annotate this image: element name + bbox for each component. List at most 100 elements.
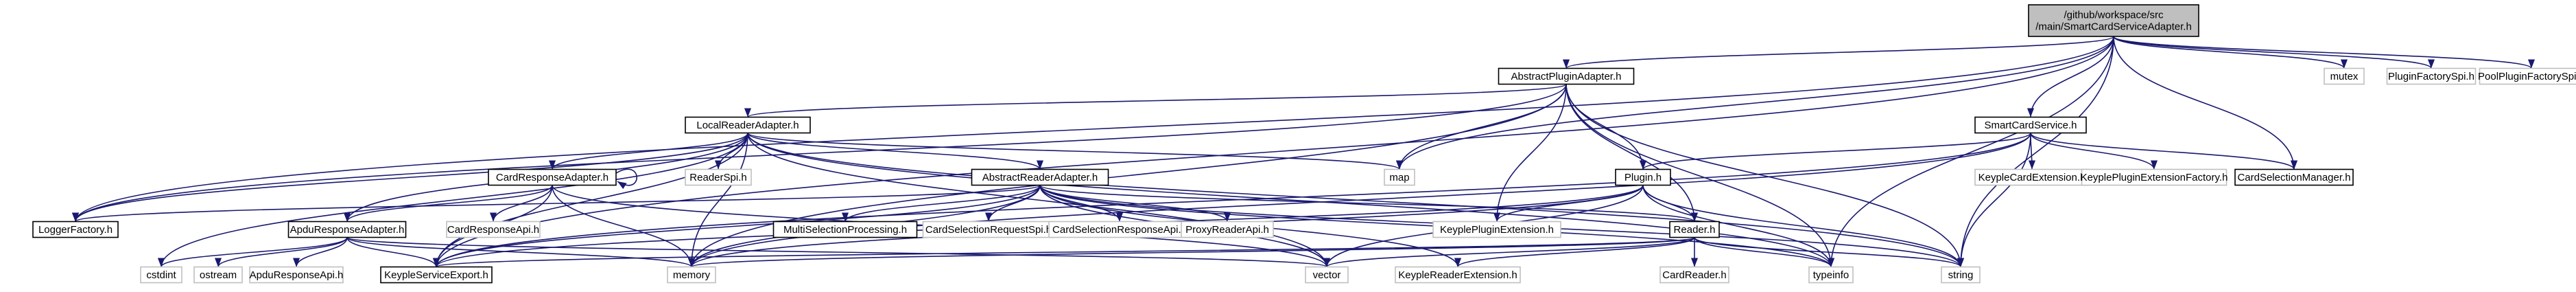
node-aprapi[interactable]: ApduResponseApi.h [249, 266, 344, 284]
edge-scs-to-kse [433, 133, 2031, 267]
node-label: LoggerFactory.h [38, 224, 113, 236]
node-cra[interactable]: CardResponseAdapter.h [488, 168, 617, 186]
node-label: string [1948, 269, 1974, 281]
node-map[interactable]: map [1384, 168, 1415, 186]
node-reader[interactable]: Reader.h [1669, 221, 1720, 238]
node-vector[interactable]: vector [1305, 266, 1349, 284]
edge-lra-to-ara [747, 133, 1043, 170]
node-label: ostream [200, 269, 237, 281]
node-pfspi[interactable]: PluginFactorySpi.h [2386, 67, 2477, 85]
node-msp[interactable]: MultiSelectionProcessing.h [772, 221, 918, 238]
node-label: CardSelectionManager.h [2237, 172, 2350, 183]
node-box [193, 266, 243, 284]
node-root[interactable]: /github/workspace/src/main/SmartCardServ… [2028, 4, 2199, 37]
edge-scs-to-string [1957, 133, 2031, 267]
node-label: vector [1313, 269, 1341, 281]
node-apra[interactable]: ApduResponseAdapter.h [287, 221, 407, 238]
node-mutex[interactable]: mutex [2324, 67, 2365, 85]
edge-cra-to-memory [552, 185, 695, 267]
node-box [2028, 4, 2199, 37]
node-cstdint[interactable]: cstdint [140, 266, 182, 284]
node-box [1432, 221, 1561, 238]
node-typeinfo[interactable]: typeinfo [1808, 266, 1854, 284]
edge-root-to-map [1396, 36, 2114, 170]
node-csm[interactable]: CardSelectionManager.h [2234, 168, 2354, 186]
node-memory[interactable]: memory [667, 266, 716, 284]
edge-apa-to-kpe [1493, 84, 1567, 222]
node-ara[interactable]: AbstractReaderAdapter.h [971, 168, 1109, 186]
node-box [1659, 266, 1729, 284]
node-label: ProxyReaderApi.h [1185, 224, 1269, 236]
node-label: PoolPluginFactorySpi.h [2478, 71, 2576, 82]
edge-lra-to-vector [747, 133, 1330, 267]
node-ppfspi[interactable]: PoolPluginFactorySpi.h [2478, 67, 2576, 85]
edge-root-to-string [1957, 36, 2114, 267]
node-kce[interactable]: KeypleCardExtension.h [1974, 168, 2090, 186]
node-cr[interactable]: CardReader.h [1659, 266, 1729, 284]
edge-root-to-ppfspi [2113, 36, 2535, 69]
node-kre[interactable]: KeypleReaderExtension.h [1395, 266, 1521, 284]
node-csrapi[interactable]: CardSelectionResponseApi.h [1048, 221, 1191, 238]
node-label: CardSelectionRequestSpi.h [925, 224, 1052, 236]
node-box [2386, 67, 2477, 85]
node-label: KeyplePluginExtensionFactory.h [2081, 172, 2228, 183]
node-string[interactable]: string [1941, 266, 1981, 284]
edge-root-to-csm [2113, 36, 2298, 170]
node-scs[interactable]: SmartCardService.h [1974, 116, 2087, 134]
node-box [971, 168, 1109, 186]
edge-apa-to-reader [1565, 84, 1699, 222]
edge-lra-to-cstdint [158, 133, 748, 267]
node-label: AbstractReaderAdapter.h [982, 172, 1098, 183]
node-label: KeypleCardExtension.h [1978, 172, 2086, 183]
edge-apra-to-vector [346, 236, 1330, 268]
node-lra[interactable]: LocalReaderAdapter.h [685, 116, 811, 134]
node-rspi[interactable]: ReaderSpi.h [685, 168, 752, 186]
node-box [1941, 266, 1981, 284]
edge-apa-to-plugin [1565, 84, 1647, 170]
edge-apa-to-string [1565, 84, 1964, 267]
node-lf[interactable]: LoggerFactory.h [32, 221, 119, 238]
node-box [685, 116, 811, 134]
edge-apra-to-ostream [215, 237, 348, 267]
edge-apra-to-kse [346, 237, 440, 267]
node-box [667, 266, 716, 284]
edge-scs-to-memory [688, 133, 2031, 267]
edge-ara-to-reader [1039, 184, 1698, 223]
edge-reader-to-memory [688, 236, 1695, 268]
edge-cra-to-apra [344, 185, 553, 222]
node-label: Reader.h [1674, 224, 1716, 236]
node-label: KeyplePluginExtension.h [1440, 224, 1554, 236]
node-label: ApduResponseApi.h [250, 269, 344, 281]
node-crapi[interactable]: CardResponseApi.h [446, 221, 541, 238]
node-box [1808, 266, 1854, 284]
node-label: KeypleReaderExtension.h [1398, 269, 1517, 281]
node-kpef[interactable]: KeyplePluginExtensionFactory.h [2081, 168, 2228, 186]
node-kse[interactable]: KeypleServiceExport.h [380, 266, 493, 284]
node-box [488, 168, 617, 186]
edge-apra-to-cstdint [158, 237, 348, 267]
node-label: AbstractPluginAdapter.h [1511, 71, 1622, 82]
node-label: memory [673, 269, 711, 281]
node-box [685, 168, 752, 186]
edge-root-to-scs [2026, 36, 2114, 117]
node-ostream[interactable]: ostream [193, 266, 243, 284]
edge-plugin-to-typeinfo [1642, 185, 1834, 267]
node-kpe[interactable]: KeyplePluginExtension.h [1432, 221, 1561, 238]
node-box [140, 266, 182, 284]
node-label: /github/workspace/src [2064, 10, 2164, 21]
node-prapi[interactable]: ProxyReaderApi.h [1181, 221, 1274, 238]
node-apa[interactable]: AbstractPluginAdapter.h [1498, 67, 1635, 85]
edge-reader-to-string [1694, 236, 1964, 268]
edge-lra-to-cra [549, 133, 748, 170]
edge-reader-to-vector [1323, 236, 1695, 268]
node-box [772, 221, 918, 238]
edge-root-to-pfspi [2113, 36, 2435, 69]
node-csrspi[interactable]: CardSelectionRequestSpi.h [922, 221, 1055, 238]
edge-reader-to-typeinfo [1694, 237, 1834, 267]
node-label: LocalReaderAdapter.h [696, 120, 799, 131]
node-plugin[interactable]: Plugin.h [1615, 168, 1671, 186]
edge-root-to-typeinfo [1827, 36, 2114, 267]
edge-scs-to-kpef [2030, 133, 2158, 170]
edge-ara-to-kse [433, 185, 1041, 267]
